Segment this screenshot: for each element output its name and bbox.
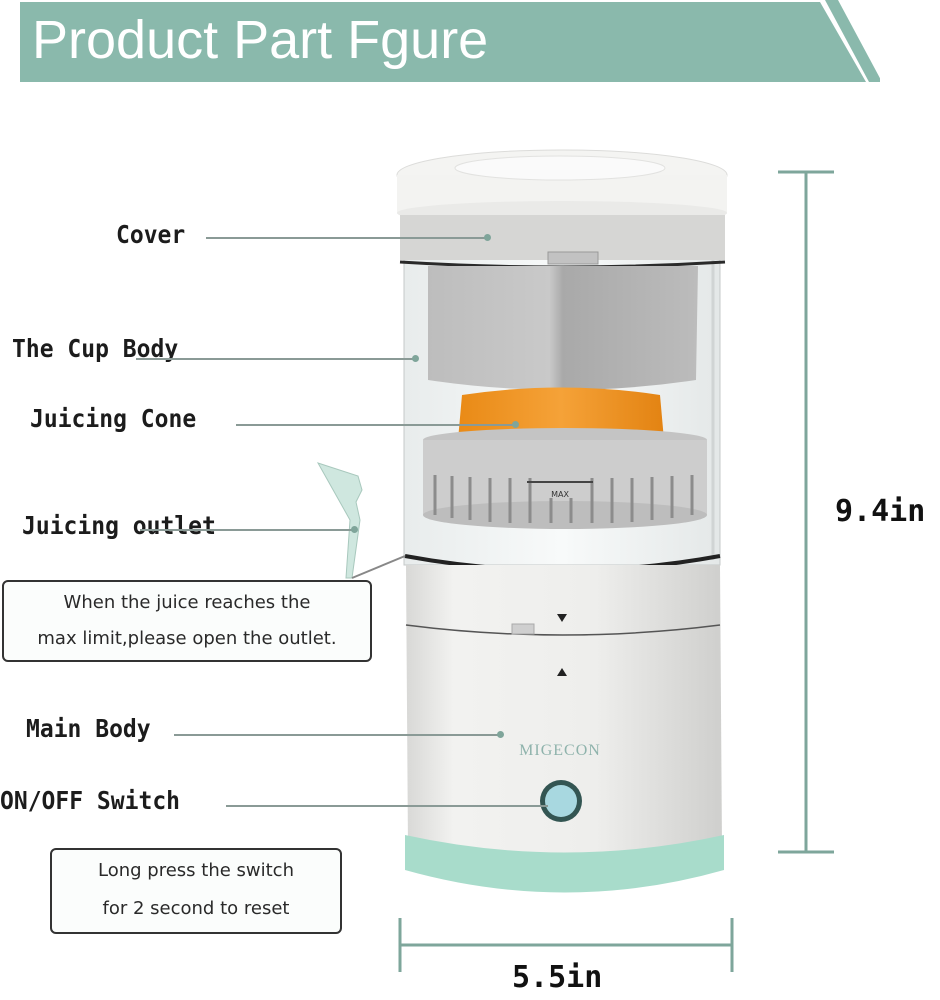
width-dimension-line [398,918,734,972]
note-switch-line1: Long press the switch [98,860,294,881]
leader-dot-juicing-cone [512,421,519,428]
leader-dot-main-body [497,731,504,738]
leader-dot-juicing-outlet [351,526,358,533]
note-outlet: When the juice reaches the max limit,ple… [2,580,372,662]
label-main-body: Main Body [26,714,151,743]
title-banner: Product Part Fgure [20,0,880,82]
max-mark: MAX [551,490,569,499]
main-body-shape [405,565,724,893]
label-switch: ON/OFF Switch [0,786,181,815]
leader-line-juicing-outlet [140,529,354,531]
cover-shape [396,149,728,269]
leader-dot-cup-body [412,355,419,362]
brand-logo: MIGECON [519,742,601,759]
strainer-shape [423,428,707,529]
juicing-outlet-shape [316,462,406,579]
press-cup-shape [428,266,698,390]
leader-line-cup-body [136,358,416,360]
juicing-cone-shape [458,387,664,440]
height-dimension-label: 9.4in [835,494,926,529]
label-juicing-outlet: Juicing outlet [22,511,216,540]
note-outlet-line1: When the juice reaches the [63,592,311,613]
banner-shape [20,0,880,82]
note-switch-line2: for 2 second to reset [102,898,290,919]
note-outlet-line2: max limit,please open the outlet. [37,628,337,649]
label-cover: Cover [116,220,186,249]
leader-line-main-body [174,734,500,736]
leader-line-switch [226,805,548,807]
leader-line-cover [206,237,488,239]
note-switch: Long press the switch for 2 second to re… [50,848,342,934]
page-title: Product Part Fgure [32,10,489,70]
label-juicing-cone: Juicing Cone [30,404,197,433]
height-dimension-line [778,170,834,854]
width-dimension-label: 5.5in [512,960,603,995]
leader-line-juicing-cone [236,424,516,426]
leader-dot-cover [484,234,491,241]
